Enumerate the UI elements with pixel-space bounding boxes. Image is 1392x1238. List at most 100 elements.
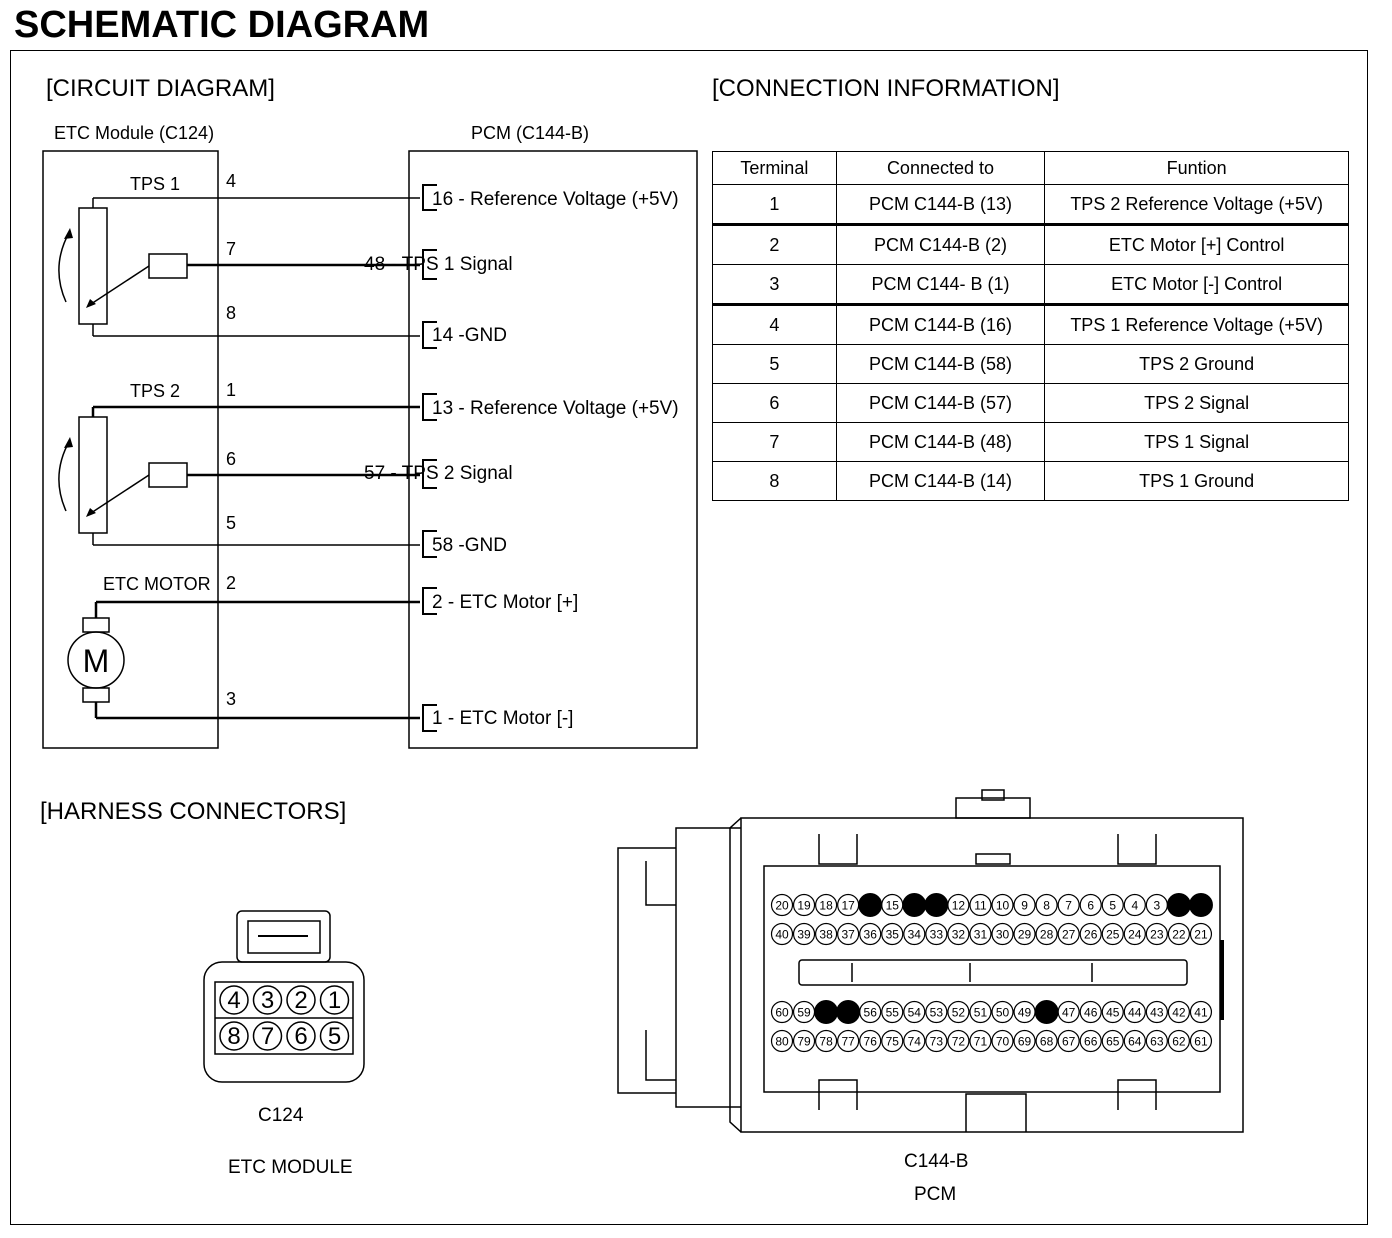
pcm-label: PCM (C144-B) bbox=[471, 123, 590, 143]
c144-terminal-label: 79 bbox=[797, 1035, 811, 1049]
c144-terminal bbox=[1013, 922, 1036, 946]
c144-terminal-label: 27 bbox=[1062, 928, 1076, 942]
c144-name: C144-B bbox=[904, 1151, 969, 1172]
pcm-box bbox=[408, 150, 698, 749]
c124-connector bbox=[203, 910, 365, 1083]
c144-terminal-label: 45 bbox=[1106, 1006, 1120, 1020]
c124-terminal bbox=[286, 1021, 316, 1051]
c144-terminal-label: 76 bbox=[864, 1035, 878, 1049]
c144-terminal-label: 10 bbox=[996, 899, 1010, 913]
table-row: 8 PCM C144-B (14) TPS 1 Ground bbox=[712, 461, 1349, 501]
table-cell: ETC Motor [+] Control bbox=[1044, 224, 1349, 265]
c144-terminal bbox=[903, 1000, 926, 1024]
c144-terminal-label: 32 bbox=[952, 928, 966, 942]
pcm-pin-label: 13 - Reference Voltage (+5V) bbox=[432, 398, 679, 419]
etc-motor-label: ETC MOTOR bbox=[103, 574, 211, 594]
diagram-frame bbox=[10, 50, 1368, 1225]
c144-terminal-used bbox=[814, 1000, 839, 1024]
c144-terminal bbox=[881, 1000, 904, 1024]
c144-terminal-label: 47 bbox=[1062, 1006, 1076, 1020]
c144-terminal-label: 6 bbox=[1087, 899, 1094, 913]
c144-terminal-label: 19 bbox=[797, 899, 811, 913]
c144-terminal-label: 75 bbox=[886, 1035, 900, 1049]
table-cell: PCM C144-B (57) bbox=[835, 383, 1046, 423]
c144-terminal bbox=[1145, 922, 1168, 946]
c144-terminal bbox=[969, 922, 992, 946]
c144-terminal bbox=[1189, 1029, 1213, 1053]
table-cell: PCM C144-B (13) bbox=[835, 184, 1046, 226]
tps1-sensor bbox=[58, 197, 420, 337]
etc-pin-number: 6 bbox=[226, 449, 237, 469]
c124-terminal bbox=[319, 985, 350, 1015]
table-cell: 2 bbox=[712, 224, 837, 265]
c144-terminal-label: 65 bbox=[1106, 1035, 1120, 1049]
c144-terminal-label: 31 bbox=[974, 928, 988, 942]
c144-terminal-label: 24 bbox=[1128, 928, 1142, 942]
c144-terminal-label: 73 bbox=[930, 1035, 944, 1049]
etc-pin-number: 3 bbox=[226, 689, 237, 709]
c144-terminal bbox=[770, 1029, 794, 1053]
table-cell: 3 bbox=[712, 264, 837, 306]
c144-terminal-label: 66 bbox=[1084, 1035, 1098, 1049]
c124-terminal-label: 7 bbox=[261, 1023, 274, 1050]
c144-terminal-label: 50 bbox=[996, 1006, 1010, 1020]
c144-terminal bbox=[1101, 922, 1124, 946]
c144-terminal-label: 46 bbox=[1084, 1006, 1098, 1020]
c144-terminal bbox=[1013, 1029, 1036, 1053]
pcm-pin-label: 2 - ETC Motor [+] bbox=[432, 592, 579, 613]
c144-terminal bbox=[814, 922, 838, 946]
c144-terminal-label: 68 bbox=[1040, 1035, 1054, 1049]
table-row: 7 PCM C144-B (48) TPS 1 Signal bbox=[712, 422, 1349, 462]
c144-terminal-label: 69 bbox=[1018, 1035, 1032, 1049]
c144-terminal-label: 35 bbox=[886, 928, 900, 942]
c144-terminal-label: 52 bbox=[952, 1006, 966, 1020]
c144-terminal bbox=[991, 1029, 1014, 1053]
c124-terminal-label: 8 bbox=[227, 1023, 240, 1050]
c144-terminal bbox=[770, 1000, 794, 1024]
c144-terminal-label: 64 bbox=[1128, 1035, 1142, 1049]
c144-terminal-label: 4 bbox=[1131, 899, 1138, 913]
c144-terminal-used bbox=[1188, 893, 1213, 917]
c144-terminal-used bbox=[924, 893, 949, 917]
c144-terminal bbox=[991, 893, 1014, 917]
c144-terminal bbox=[1189, 922, 1213, 946]
c124-terminal-label: 3 bbox=[261, 987, 274, 1014]
c144-terminal-label: 34 bbox=[908, 928, 922, 942]
table-cell: PCM C144-B (58) bbox=[835, 344, 1046, 384]
pcm-terminals bbox=[422, 184, 437, 732]
c144-terminal-label: 25 bbox=[1106, 928, 1120, 942]
c144-terminal bbox=[903, 922, 926, 946]
c144-terminal-label: 17 bbox=[841, 899, 855, 913]
c144-terminal bbox=[1189, 1000, 1213, 1024]
table-row: 2 PCM C144-B (2) ETC Motor [+] Control bbox=[712, 224, 1349, 265]
c144-terminal-label: 3 bbox=[1154, 899, 1161, 913]
table-cell: ETC Motor [-] Control bbox=[1044, 264, 1349, 306]
etc-pin-number: 8 bbox=[226, 303, 237, 323]
c144-terminal bbox=[1167, 1000, 1191, 1024]
c144-terminal-used bbox=[1166, 893, 1191, 917]
c144-terminal-label: 78 bbox=[819, 1035, 833, 1049]
etc-pin-number: 2 bbox=[226, 573, 237, 593]
c144-terminal-used bbox=[858, 893, 883, 917]
c144-desc: PCM bbox=[914, 1184, 957, 1205]
page-title: SCHEMATIC DIAGRAM bbox=[14, 4, 430, 46]
c144-terminal-label: 62 bbox=[1172, 1035, 1186, 1049]
c144b-connector bbox=[617, 789, 1244, 1133]
c144-terminal bbox=[947, 1000, 970, 1024]
c144-terminal bbox=[969, 1000, 992, 1024]
c144-terminal bbox=[1035, 1029, 1058, 1053]
c144-terminal bbox=[1079, 1029, 1102, 1053]
c124-terminal-label: 6 bbox=[294, 1023, 307, 1050]
etc-pin-number: 5 bbox=[226, 513, 237, 533]
c144-terminal bbox=[991, 922, 1014, 946]
c124-terminal bbox=[319, 1021, 350, 1051]
c124-terminal-label: 4 bbox=[227, 987, 240, 1014]
c144-terminal-label: 44 bbox=[1128, 1006, 1142, 1020]
c144-terminal bbox=[925, 1000, 948, 1024]
c144-terminal bbox=[903, 1029, 926, 1053]
c144-terminal-label: 21 bbox=[1194, 928, 1208, 942]
pcm-pin-label: 14 -GND bbox=[432, 325, 507, 346]
c144-terminal bbox=[947, 893, 970, 917]
c144-terminal-used bbox=[836, 1000, 861, 1024]
